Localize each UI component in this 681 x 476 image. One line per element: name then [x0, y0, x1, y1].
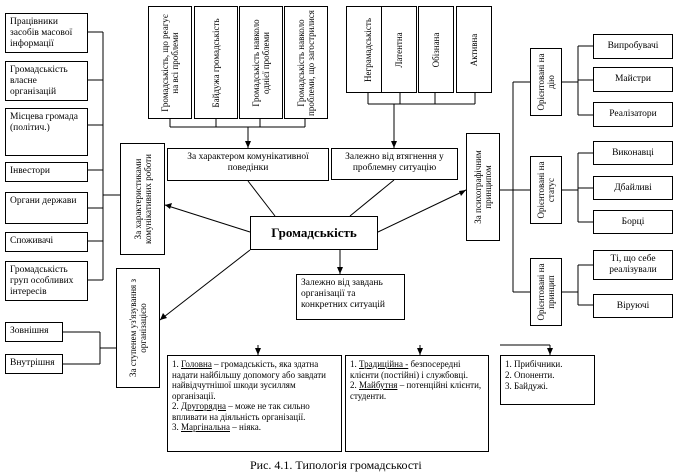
bottom-box-line: 1. Традиційна - безпосередні клієнти (по…: [350, 359, 469, 380]
top-involvement-2: Латентна: [381, 6, 417, 93]
left-item-label: Громадськість груп особливих інтересів: [10, 265, 74, 297]
top-involvement-4: Активна: [456, 6, 492, 93]
category-by-characteristics: За характеристиками комунікативних робот…: [120, 143, 165, 255]
right-category-action: Орієнтовані на дію: [530, 48, 562, 116]
right-item: Виконавці: [593, 141, 673, 165]
term-main: Головна: [181, 359, 212, 369]
term-secondary-text: – може не так сильно впливати на діяльні…: [172, 401, 310, 422]
right-item: Віруючі: [593, 294, 673, 318]
top-box-label: Байдужа громадськість: [211, 17, 221, 108]
right-item: Майстри: [593, 67, 673, 92]
left-item-media: Працівники засобів масової інформації: [5, 13, 88, 53]
top-communicative-1: Громадськість, що реагує на всі проблеми: [148, 6, 192, 119]
left-item-special-interest: Громадськість груп особливих інтересів: [5, 261, 88, 301]
category-by-degree: За ступенем уз'язування з організацією: [116, 268, 160, 388]
left-item-label: Місцева громада (політич.): [10, 112, 78, 133]
right-item: Випробувачі: [593, 34, 673, 59]
bottom-box-line: 3. Маргінальна – ніяка.: [172, 422, 261, 432]
top-communicative-2: Байдужа громадськість: [194, 6, 238, 119]
left-item-local-community: Місцева громада (політич.): [5, 108, 88, 156]
bottom-box-line: 1. Прибічники.: [505, 359, 563, 369]
right-item: Ті, що себе реалізували: [593, 250, 673, 280]
left-item-external: Зовнішня: [5, 322, 63, 342]
term-marginal: Маргінальна: [181, 422, 230, 432]
term-secondary: Другорядна: [181, 401, 227, 411]
right-category-label: Орієнтовані на дію: [536, 53, 556, 111]
left-item-government: Органи держави: [5, 192, 88, 224]
top-communicative-3: Громадськість навколо однієї проблеми: [239, 6, 283, 119]
bottom-box-line: 2. Майбутня – потенційні клієнти, студен…: [350, 380, 482, 401]
top-box-label: Громадськість навколо однієї проблеми: [251, 18, 271, 107]
left-item-label: Внутрішня: [10, 358, 55, 368]
category-label: Залежно від завдань організації та конкр…: [301, 278, 385, 310]
term-future: Майбутня: [359, 380, 398, 390]
right-category-principle: Орієнтовані на принцип: [530, 258, 562, 326]
category-label: Залежно від втягнення у проблемну ситуац…: [345, 152, 444, 173]
right-item-label: Ті, що себе реалізували: [609, 254, 657, 275]
top-communicative-4: Громадськість навколо проблеми, що загос…: [284, 6, 328, 119]
left-item-internal: Внутрішня: [5, 354, 63, 374]
right-item-label: Віруючі: [616, 301, 650, 311]
left-item-label: Органи держави: [10, 196, 77, 206]
right-category-status: Орієнтовані на статус: [530, 156, 562, 224]
category-label: За ступенем уз'язування з організацією: [128, 279, 148, 378]
left-item-own-org: Громадськість власне організацій: [5, 61, 88, 101]
right-category-label: Орієнтовані на принцип: [536, 263, 556, 321]
term-traditional: Традиційна -: [359, 359, 409, 369]
right-item: Реалізатори: [593, 102, 673, 127]
left-item-label: Споживачі: [10, 236, 54, 246]
category-by-communicative: За характером комунікативної поведінки: [167, 148, 329, 181]
bottom-box-importance: 1. Головна – громадськість, яка здатна н…: [167, 355, 342, 452]
right-item-label: Випробувачі: [607, 41, 659, 51]
term-main-text: – громадськість, яка здатна надати найбі…: [172, 359, 326, 401]
top-box-label: Обізнана: [431, 32, 441, 67]
left-item-label: Громадськість власне організацій: [10, 65, 68, 97]
left-item-label: Інвестори: [10, 166, 50, 176]
category-label: За характеристиками комунікативних робот…: [132, 154, 153, 244]
term-marginal-text: – ніяка.: [230, 422, 261, 432]
term-traditional-text: безпосередні клієнти (постійні) і службо…: [350, 359, 469, 380]
right-item-label: Дбайливі: [614, 183, 652, 193]
left-item-investors: Інвестори: [5, 162, 88, 182]
term-future-text: – потенційні клієнти, студенти.: [350, 380, 482, 401]
top-involvement-3: Обізнана: [418, 6, 454, 93]
right-item: Дбайливі: [593, 176, 673, 200]
bottom-box-line: 3. Байдужі.: [505, 381, 548, 391]
category-by-involvement: Залежно від втягнення у проблемну ситуац…: [331, 148, 458, 180]
bottom-box-tradition: 1. Традиційна - безпосередні клієнти (по…: [345, 355, 489, 452]
center-node: Громадськість: [250, 216, 378, 250]
top-box-label: Громадськість навколо проблеми, що загос…: [296, 9, 316, 116]
bottom-box-line: 1. Головна – громадськість, яка здатна н…: [172, 359, 326, 401]
bottom-box-line: 2. Другорядна – може не так сильно вплив…: [172, 401, 310, 422]
right-category-label: Орієнтовані на статус: [536, 161, 556, 219]
category-by-tasks: Залежно від завдань організації та конкр…: [296, 274, 405, 320]
center-title: Громадськість: [271, 225, 357, 240]
bottom-box-line: 2. Опоненти.: [505, 370, 555, 380]
category-by-psychographic: За психографічним принципом: [466, 133, 500, 241]
right-item-label: Майстри: [614, 74, 652, 84]
right-item-label: Борці: [621, 217, 645, 227]
left-item-consumers: Споживачі: [5, 232, 88, 252]
top-box-label: Латентна: [394, 31, 404, 68]
right-item-label: Виконавці: [612, 148, 654, 158]
category-label: За характером комунікативної поведінки: [187, 152, 309, 173]
top-box-label: Неграмадськість: [363, 17, 373, 82]
left-item-label: Зовнішня: [10, 326, 49, 336]
right-item: Борці: [593, 210, 673, 234]
left-item-label: Працівники засобів масової інформації: [10, 17, 73, 49]
right-item-label: Реалізатори: [609, 109, 657, 119]
top-box-label: Громадськість, що реагує на всі проблеми: [160, 13, 180, 112]
top-box-label: Активна: [469, 33, 479, 66]
figure-caption: Рис. 4.1. Типологія громадськості: [250, 458, 422, 472]
category-label: За психографічним принципом: [473, 150, 493, 224]
bottom-box-attitude: 1. Прибічники. 2. Опоненти. 3. Байдужі.: [500, 355, 595, 405]
